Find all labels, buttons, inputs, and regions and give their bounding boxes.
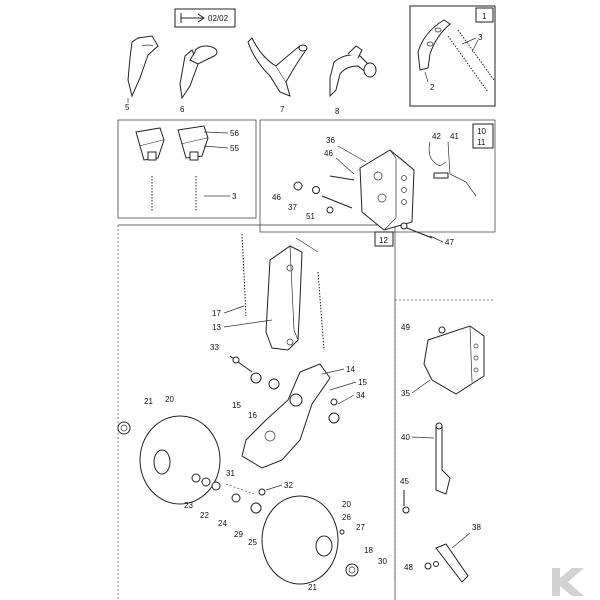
part-13-arm: [265, 237, 319, 351]
part-5-shoe: [127, 35, 159, 103]
label-30: 30: [378, 557, 387, 566]
label-55: 55: [230, 144, 239, 153]
part-2-plate: [417, 19, 451, 83]
label-45: 45: [400, 477, 409, 486]
label-5: 5: [125, 103, 130, 112]
arrow-right-icon: [180, 13, 205, 23]
section-12-label: 12: [379, 236, 388, 245]
part-35-scraper-bracket: [423, 325, 485, 395]
label-21-upper: 21: [144, 397, 153, 406]
label-20-lower: 20: [342, 500, 351, 509]
label-56: 56: [230, 129, 239, 138]
label-21-lower: 21: [308, 583, 317, 592]
section-10-label: 10: [477, 127, 486, 136]
label-8: 8: [335, 107, 340, 116]
label-7: 7: [280, 105, 285, 114]
section-11-label: 11: [477, 138, 486, 147]
label-34: 34: [356, 391, 365, 400]
label-20-upper: 20: [165, 395, 174, 404]
label-3-lower: 3: [232, 192, 237, 201]
part-3-springs-lower: [151, 176, 197, 212]
part-20-disc-rear: [261, 495, 359, 585]
label-24: 24: [218, 519, 227, 528]
part-17-springs: [241, 233, 325, 351]
label-46-upper: 46: [324, 149, 333, 158]
brand-logo: [552, 568, 584, 596]
part-20-disc-front: [117, 415, 221, 505]
part-bolts-46-37-51: [293, 175, 433, 239]
part-8-shoe: [329, 45, 377, 98]
label-29: 29: [234, 530, 243, 539]
label-27: 27: [356, 523, 365, 532]
label-42: 42: [432, 132, 441, 141]
label-18: 18: [364, 546, 373, 555]
part-45-pin: [402, 490, 410, 514]
section-1-label: 1: [482, 12, 487, 21]
label-23: 23: [184, 501, 193, 510]
part-14-disc-arm: [241, 363, 340, 469]
part-3-springs-upper: [447, 29, 495, 93]
label-48: 48: [404, 563, 413, 572]
section-box-upper: [117, 119, 257, 219]
label-6: 6: [180, 105, 185, 114]
part-6-shoe: [179, 45, 218, 100]
section-box-1: 1: [409, 5, 496, 107]
part-42-41-cables: [428, 141, 477, 197]
label-51: 51: [306, 212, 315, 221]
label-13: 13: [212, 323, 221, 332]
label-16: 16: [248, 411, 257, 420]
label-37: 37: [288, 203, 297, 212]
part-33-bolt: [229, 355, 253, 373]
label-31: 31: [226, 469, 235, 478]
label-41: 41: [450, 132, 459, 141]
page-reference-label: 02/02: [208, 14, 229, 23]
part-hub-components: [191, 473, 266, 514]
label-3-upper: 3: [478, 33, 483, 42]
part-56-55-brackets: [135, 125, 209, 161]
part-36-mount-bracket: [359, 149, 415, 231]
label-14: 14: [346, 365, 355, 374]
label-2: 2: [430, 83, 435, 92]
label-38: 38: [472, 523, 481, 532]
label-22: 22: [200, 511, 209, 520]
label-26: 26: [342, 513, 351, 522]
label-47: 47: [445, 238, 454, 247]
part-38-tine: [424, 543, 469, 583]
part-7-shoe: [247, 37, 308, 97]
label-33: 33: [210, 343, 219, 352]
label-40: 40: [401, 433, 410, 442]
label-36: 36: [326, 136, 335, 145]
label-46-lower: 46: [272, 193, 281, 202]
label-15-right: 15: [358, 378, 367, 387]
label-32: 32: [284, 481, 293, 490]
label-15-left: 15: [232, 401, 241, 410]
part-40-scraper: [435, 422, 451, 495]
label-17: 17: [212, 309, 221, 318]
label-25: 25: [248, 538, 257, 547]
label-49: 49: [401, 323, 410, 332]
label-35: 35: [401, 389, 410, 398]
page-reference: 02/02: [174, 8, 236, 28]
